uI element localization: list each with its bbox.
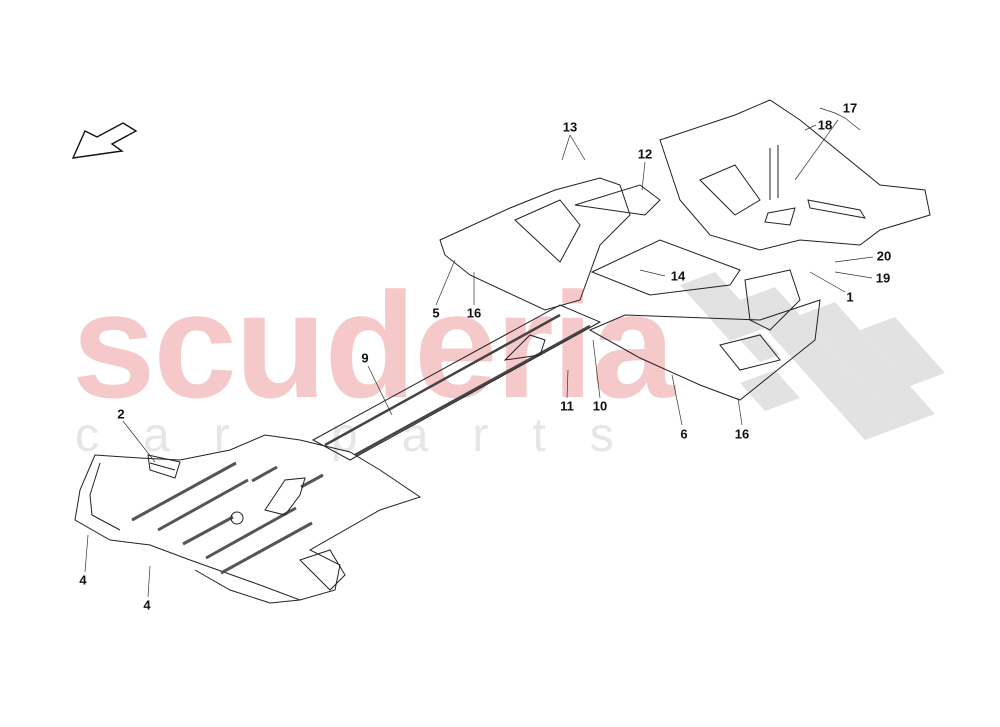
callout-10: 10 bbox=[592, 398, 608, 414]
callout-17: 17 bbox=[842, 100, 858, 116]
callout-5: 5 bbox=[432, 305, 440, 321]
watermark-scuderia: scuderia bbox=[72, 261, 675, 429]
rear-left-panel bbox=[439, 177, 661, 311]
callout-4-left: 4 bbox=[79, 572, 87, 588]
front-underbody-panel bbox=[74, 434, 422, 604]
rear-center-panel bbox=[590, 239, 741, 296]
callout-13: 13 bbox=[562, 119, 578, 135]
callout-14: 14 bbox=[670, 268, 686, 284]
leader-lines bbox=[84, 107, 874, 598]
callout-20: 20 bbox=[876, 248, 892, 264]
center-tunnel-panel bbox=[311, 304, 602, 461]
callout-11: 11 bbox=[560, 398, 574, 414]
callout-1: 1 bbox=[846, 289, 854, 305]
rear-frame-assembly bbox=[659, 99, 931, 331]
callout-16-mid: 16 bbox=[734, 426, 750, 442]
callout-12: 12 bbox=[637, 146, 653, 162]
callout-19: 19 bbox=[875, 270, 891, 286]
callout-6: 6 bbox=[680, 426, 688, 442]
checkered-flag-watermark bbox=[680, 272, 945, 440]
callout-9: 9 bbox=[361, 350, 369, 366]
arrow-down-left-icon bbox=[71, 122, 138, 159]
mid-floor-panel bbox=[588, 299, 821, 401]
callout-2: 2 bbox=[117, 406, 125, 422]
callout-4-front: 4 bbox=[143, 597, 151, 613]
callout-16-rear: 16 bbox=[466, 305, 482, 321]
callout-18: 18 bbox=[817, 117, 833, 133]
